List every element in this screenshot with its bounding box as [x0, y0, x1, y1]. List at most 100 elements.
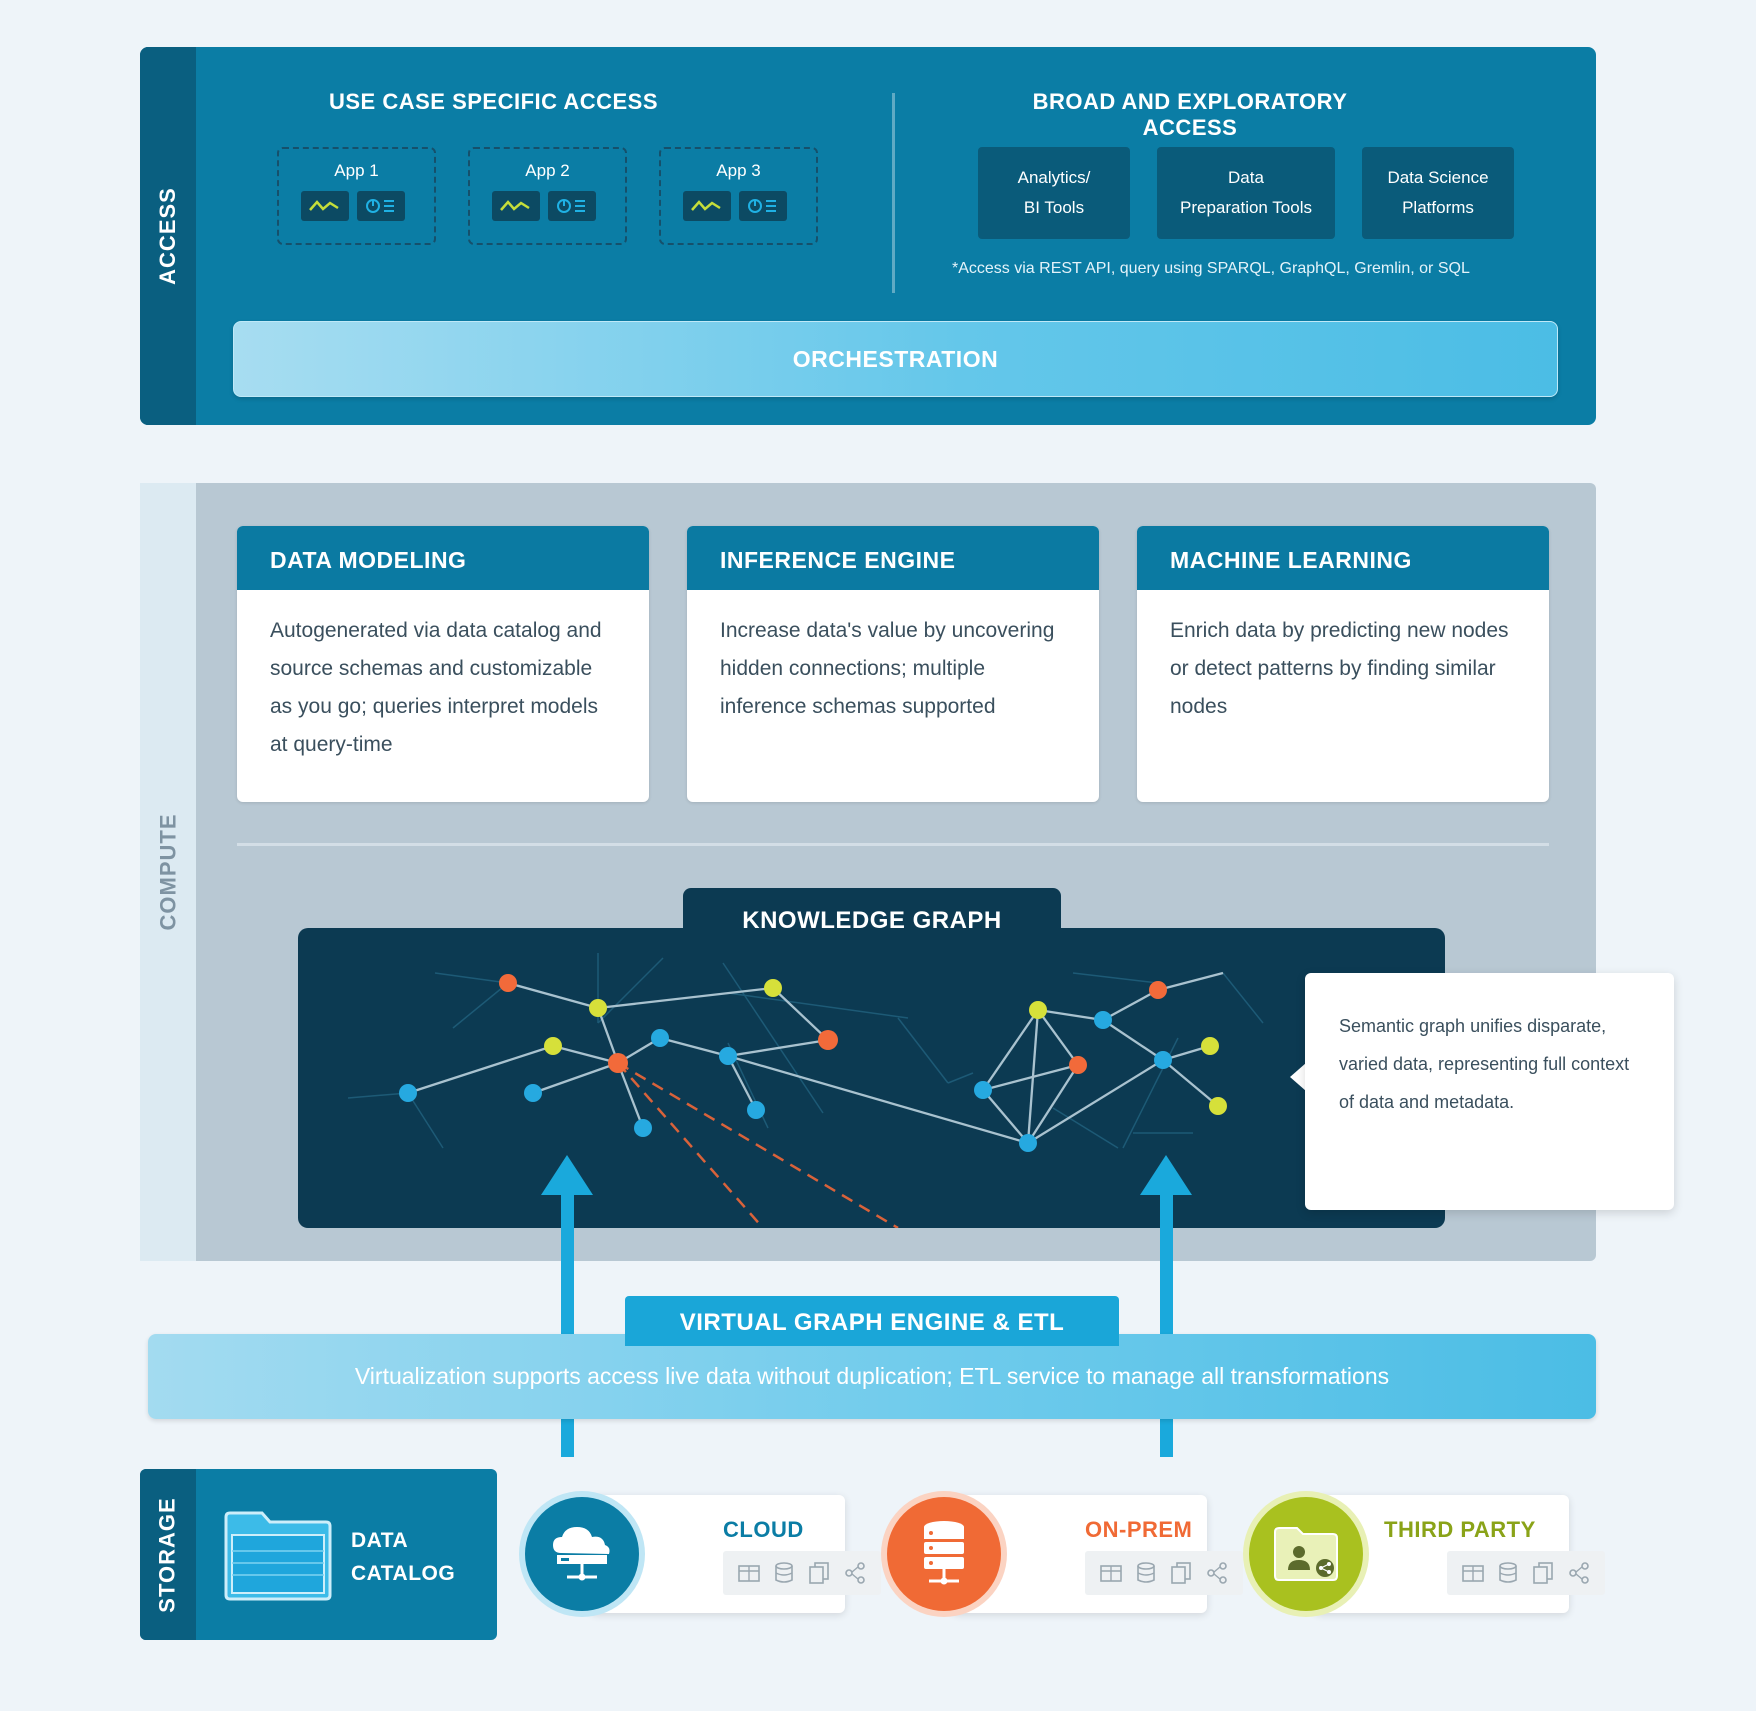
table-icon — [738, 1565, 760, 1582]
compute-layer: COMPUTE DATA MODELING Autogenerated via … — [140, 483, 1674, 1261]
use-case-title: USE CASE SPECIFIC ACCESS — [328, 89, 659, 114]
app-box[interactable]: App 3 — [659, 147, 818, 245]
table-icon — [1462, 1565, 1484, 1582]
source-title: CLOUD — [723, 1517, 804, 1542]
graph-node — [1149, 981, 1167, 999]
graph-node — [608, 1053, 628, 1073]
graph-node — [974, 1081, 992, 1099]
orchestration-label: ORCHESTRATION — [792, 345, 999, 372]
storage-label: STORAGE — [155, 1496, 181, 1613]
database-icon — [1499, 1562, 1517, 1583]
line-chart-icon — [683, 191, 731, 221]
database-icon — [775, 1562, 793, 1583]
card-title: MACHINE LEARNING — [1137, 526, 1549, 590]
graph-node — [1154, 1051, 1172, 1069]
storage-layer: STORAGE DATA CATALOG — [140, 1469, 497, 1640]
data-catalog-label: DATA CATALOG — [351, 1529, 456, 1585]
compute-label: COMPUTE — [155, 813, 180, 931]
graph-node — [499, 974, 517, 992]
graph-node — [818, 1030, 838, 1050]
dashboard-icon — [548, 191, 596, 221]
graph-node — [1209, 1097, 1227, 1115]
card-body: Autogenerated via data catalog and sourc… — [270, 619, 602, 756]
data-modeling-card: DATA MODELING Autogenerated via data cat… — [237, 526, 649, 802]
virtual-graph-engine-bar[interactable]: Virtualization supports access live data… — [148, 1334, 1596, 1419]
app-label: App 3 — [716, 161, 761, 180]
graph-node — [589, 999, 607, 1017]
analytics-bi-tools-box[interactable]: Analytics/BI Tools — [978, 147, 1130, 239]
app-box[interactable]: App 1 — [277, 147, 436, 245]
graph-node — [524, 1084, 542, 1102]
compute-divider — [237, 843, 1549, 846]
orchestration-bar[interactable]: ORCHESTRATION — [233, 321, 1558, 397]
app-label: App 2 — [525, 161, 570, 180]
access-api-note: *Access via REST API, query using SPARQL… — [952, 260, 1470, 277]
access-layer: ACCESS USE CASE SPECIFIC ACCESS App 1 Ap… — [140, 47, 1596, 425]
tool-label-line1: Data — [1228, 168, 1264, 187]
source-title: THIRD PARTY — [1384, 1517, 1536, 1542]
section-divider — [892, 93, 895, 293]
access-side-tab: ACCESS — [140, 47, 196, 425]
graph-node — [1201, 1037, 1219, 1055]
tool-label-line1: Analytics/ — [1017, 168, 1091, 187]
app-box[interactable]: App 2 — [468, 147, 627, 245]
virtual-graph-description: Virtualization supports access live data… — [354, 1363, 1390, 1389]
share-icon — [845, 1562, 865, 1584]
graph-node — [399, 1084, 417, 1102]
graph-node — [719, 1047, 737, 1065]
third-party-source-card[interactable]: THIRD PARTY — [1314, 1495, 1605, 1613]
graph-node — [1094, 1011, 1112, 1029]
tool-label-line2: Preparation Tools — [1180, 198, 1312, 217]
database-icon — [1137, 1562, 1155, 1583]
graph-node — [1069, 1056, 1087, 1074]
graph-node — [747, 1101, 765, 1119]
app-label: App 1 — [334, 161, 379, 180]
tool-label-line1: Data Science — [1387, 168, 1489, 187]
broad-access-title: BROAD AND EXPLORATORY ACCESS — [1032, 89, 1348, 140]
machine-learning-card: MACHINE LEARNING Enrich data by predicti… — [1137, 526, 1549, 802]
graph-node — [544, 1037, 562, 1055]
table-icon — [1100, 1565, 1122, 1582]
tool-label-line2: Platforms — [1402, 198, 1474, 217]
share-icon — [1569, 1562, 1589, 1584]
graph-node — [1029, 1001, 1047, 1019]
card-body: Increase data's value by uncovering hidd… — [720, 619, 1055, 718]
callout-pointer — [1290, 1063, 1306, 1091]
source-title: ON-PREM — [1085, 1517, 1193, 1542]
source-type-icons — [1085, 1551, 1243, 1595]
dashboard-icon — [357, 191, 405, 221]
tool-label-line2: BI Tools — [1023, 198, 1085, 217]
line-chart-icon — [301, 191, 349, 221]
cloud-server-icon — [525, 1497, 639, 1611]
graph-node — [1019, 1134, 1037, 1152]
line-chart-icon — [492, 191, 540, 221]
graph-node — [651, 1029, 669, 1047]
database-server-icon — [887, 1497, 1001, 1611]
compute-side-tab: COMPUTE — [140, 483, 196, 1261]
card-body: Enrich data by predicting new nodes or d… — [1170, 619, 1509, 718]
storage-side-tab: STORAGE — [140, 1469, 196, 1640]
shared-folder-icon — [1249, 1497, 1363, 1611]
card-title: INFERENCE ENGINE — [687, 526, 1099, 590]
share-icon — [1207, 1562, 1227, 1584]
knowledge-graph-callout: Semantic graph unifies disparate, varied… — [1305, 973, 1674, 1210]
folder-icon — [224, 1511, 332, 1606]
arrow-up-icon — [1140, 1155, 1192, 1195]
access-label: ACCESS — [155, 187, 180, 285]
arrow-up-icon — [541, 1155, 593, 1195]
dashboard-icon — [739, 191, 787, 221]
documents-icon — [809, 1562, 829, 1584]
card-title: DATA MODELING — [237, 526, 649, 590]
knowledge-graph-network — [347, 953, 1264, 1228]
source-type-icons — [723, 1551, 881, 1595]
source-type-icons — [1447, 1551, 1605, 1595]
knowledge-graph-panel — [298, 928, 1445, 1228]
virtual-graph-engine-title: VIRTUAL GRAPH ENGINE & ETL — [625, 1296, 1119, 1346]
graph-node — [634, 1119, 652, 1137]
knowledge-graph-title: KNOWLEDGE GRAPH — [683, 888, 1061, 950]
graph-node — [764, 979, 782, 997]
documents-icon — [1533, 1562, 1553, 1584]
documents-icon — [1171, 1562, 1191, 1584]
